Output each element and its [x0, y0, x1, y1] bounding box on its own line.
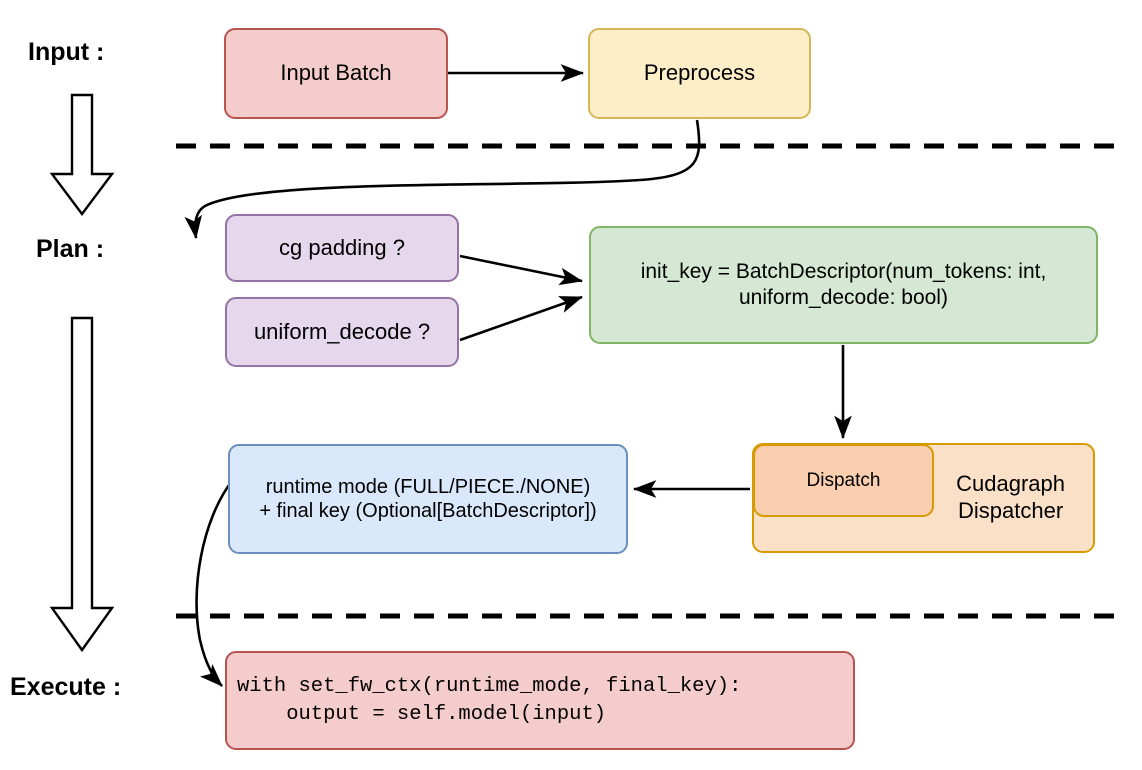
node-cudagraph-dispatcher-line1: Cudagraph	[956, 471, 1065, 497]
node-preprocess-label: Preprocess	[643, 60, 756, 86]
node-uniform-decode-label: uniform_decode ?	[253, 318, 431, 344]
node-dispatch[interactable]: Dispatch	[753, 444, 934, 517]
node-cudagraph-dispatcher-line2: Dispatcher	[957, 498, 1064, 523]
node-dispatch-label: Dispatch	[806, 469, 881, 491]
node-preprocess[interactable]: Preprocess	[588, 28, 811, 119]
node-execute-code[interactable]: with set_fw_ctx(runtime_mode, final_key)…	[225, 651, 855, 750]
edge-cg-padding-to-init-key	[459, 254, 584, 286]
node-init-key-line2: uniform_decode: bool)	[739, 286, 948, 309]
plan-to-execute-block-arrow	[49, 316, 115, 653]
node-init-key-line1: init_key = BatchDescriptor(num_tokens: i…	[640, 260, 1047, 284]
node-runtime-mode-text: runtime mode (FULL/PIECE./NONE) + final …	[259, 475, 596, 524]
node-cg-padding-label: cg padding ?	[279, 234, 405, 260]
node-init-key[interactable]: init_key = BatchDescriptor(num_tokens: i…	[589, 226, 1098, 344]
node-cudagraph-dispatcher-text: Cudagraph Dispatcher	[956, 471, 1065, 525]
node-init-key-text: init_key = BatchDescriptor(num_tokens: i…	[641, 259, 1047, 310]
node-execute-code-line2: output = self.model(input)	[237, 702, 607, 726]
stage-label-input: Input :	[28, 38, 105, 66]
stage-label-execute: Execute :	[10, 673, 122, 701]
node-execute-code-line1: with set_fw_ctx(runtime_mode, final_key)…	[237, 675, 742, 699]
edge-uniform-decode-to-init-key	[459, 295, 583, 342]
node-runtime-mode-line2: + final key (Optional[BatchDescriptor])	[259, 500, 597, 522]
node-input-batch-label: Input Batch	[280, 60, 392, 86]
node-runtime-mode-line1: runtime mode (FULL/PIECE./NONE)	[265, 475, 591, 498]
node-execute-code-text: with set_fw_ctx(runtime_mode, final_key)…	[237, 673, 741, 728]
node-input-batch[interactable]: Input Batch	[224, 28, 448, 119]
node-cg-padding[interactable]: cg padding ?	[225, 214, 459, 282]
input-to-plan-block-arrow	[49, 93, 115, 216]
stage-label-plan: Plan :	[36, 235, 105, 263]
node-uniform-decode[interactable]: uniform_decode ?	[225, 297, 459, 367]
node-runtime-mode[interactable]: runtime mode (FULL/PIECE./NONE) + final …	[228, 444, 628, 554]
